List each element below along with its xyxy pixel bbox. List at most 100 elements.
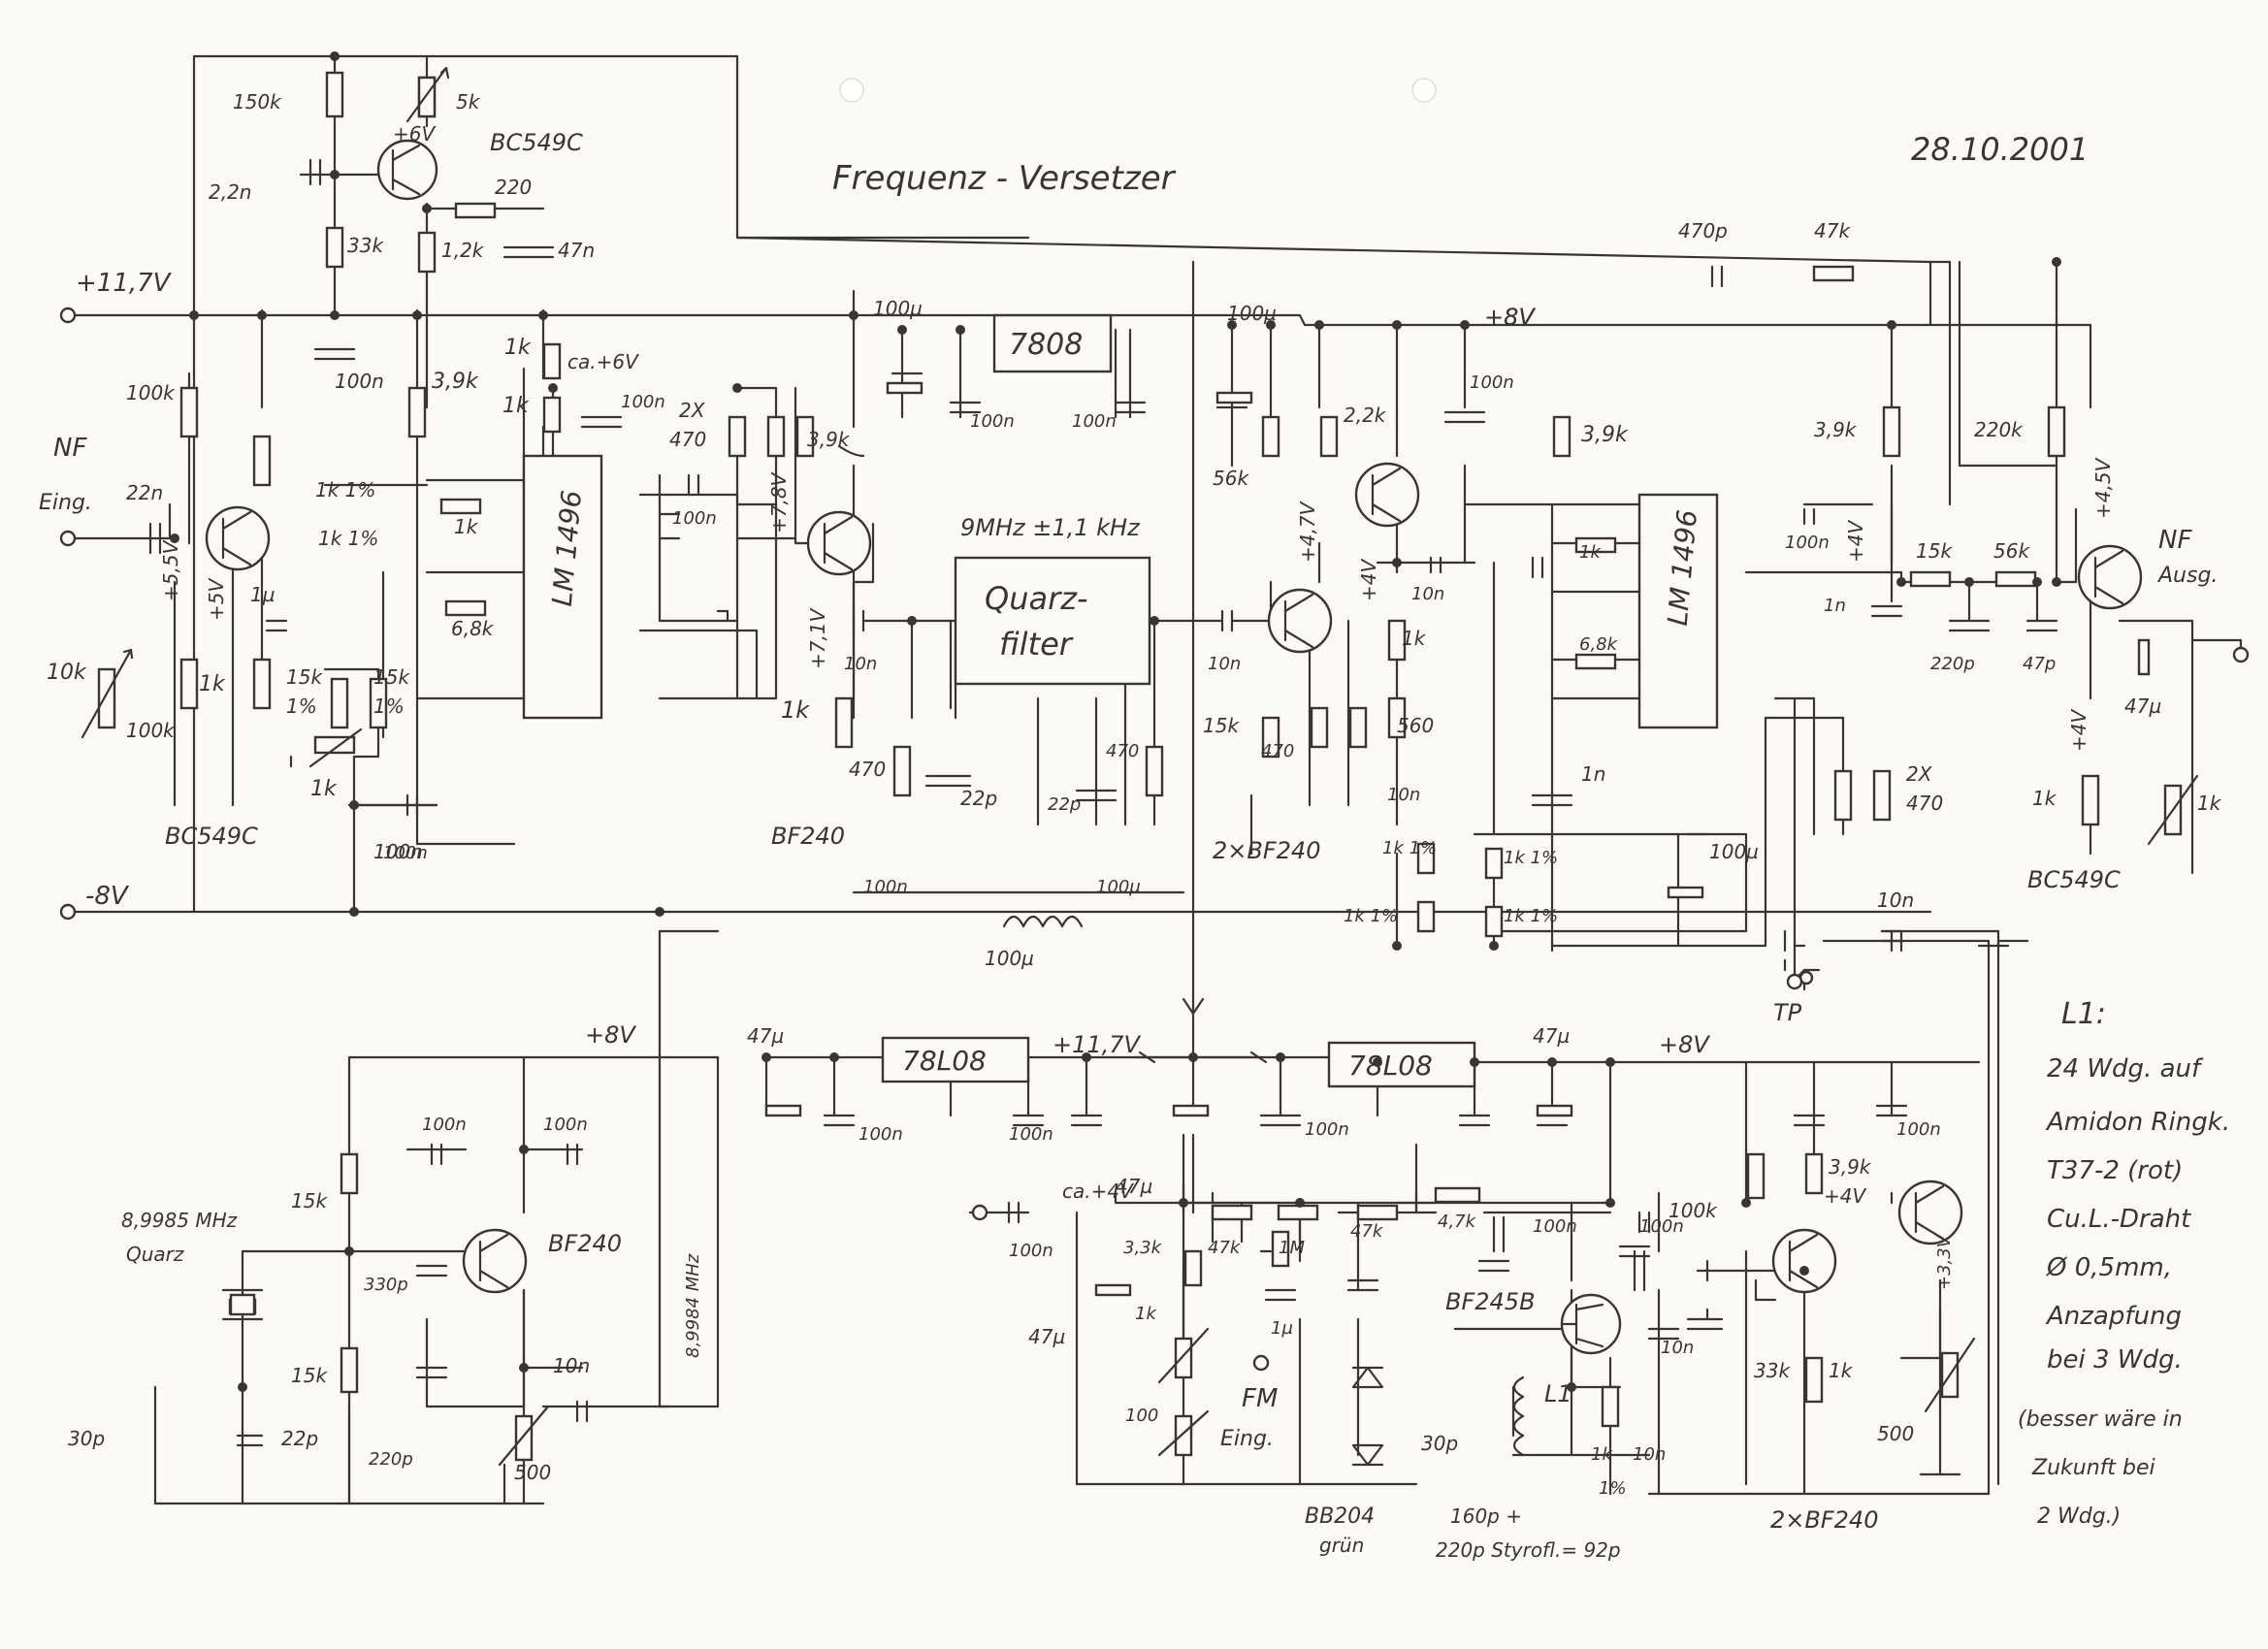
value-label: 1k: [502, 394, 530, 418]
transistors: [205, 139, 2143, 1355]
value-label: +4V: [1844, 520, 1867, 563]
value-label: 1k: [1591, 1444, 1613, 1465]
value-label: 22p: [1048, 794, 1081, 815]
note-line: L1:: [2061, 997, 2106, 1031]
value-label: 100µ: [1096, 877, 1141, 897]
value-label: 1k 1%: [315, 478, 375, 501]
value-label: 100n: [1009, 1124, 1053, 1145]
value-label: 470: [1106, 741, 1139, 761]
value-label: +4V: [2067, 709, 2090, 752]
value-label: 15k: [373, 665, 410, 689]
diagram-title: Frequenz - Versetzer: [832, 159, 1177, 198]
value-label: 330p: [364, 1275, 408, 1295]
value-label: 15k: [1916, 539, 1953, 563]
value-label: 15k: [1203, 714, 1240, 737]
rail-8v-top-label: +8V: [1484, 304, 1536, 331]
value-label: 33k: [347, 234, 384, 257]
value-label: +7,1V: [806, 607, 829, 669]
labels-left: 100k 22n +5,5V +5V 10k 100k 1k 15k 1% 1k…: [47, 336, 851, 863]
value-label: 30p: [68, 1427, 105, 1450]
rail-8v-left-label: +8V: [585, 1021, 636, 1049]
value-label: 5k: [456, 90, 481, 113]
resistors: [179, 71, 2100, 1428]
note-line: 24 Wdg. auf: [2047, 1054, 2204, 1083]
test-point-label: TP: [1773, 999, 1802, 1026]
value-label: 100n: [543, 1115, 588, 1135]
value-label: 47k: [1208, 1238, 1242, 1258]
junction-dots: [170, 51, 2061, 1392]
value-label: 1k: [199, 672, 226, 696]
value-label: 47µ: [1533, 1024, 1570, 1048]
value-label: 1k: [1135, 1304, 1157, 1324]
regulator-right-label: 78L08: [1348, 1050, 1433, 1082]
value-label: +7,8V: [767, 471, 791, 534]
labels-mid: 100µ 100n 100n +7,1V 10n 1k 470 22p 22p …: [383, 297, 1141, 970]
value-label: 47n: [558, 239, 595, 262]
note-line: Zukunft bei: [2031, 1456, 2155, 1480]
value-label: 1k: [781, 696, 810, 724]
value-label: 56k: [1993, 539, 2030, 563]
labels-right: 100µ +8V 56k 2,2k +4,7V 100n 3,9k +4V 10…: [1203, 219, 2222, 926]
value-label: +5V: [205, 578, 228, 621]
labels-top: 150k 5k +6V 2,2n 220 33k 1,2k 47n: [209, 90, 595, 262]
value-label: 100k: [1669, 1199, 1718, 1222]
value-label: 100µ: [1709, 840, 1759, 863]
value-label: 220p: [369, 1449, 413, 1470]
note-line: bei 3 Wdg.: [2047, 1345, 2183, 1374]
value-label: 100n: [1072, 411, 1117, 432]
value-label: 1k: [504, 336, 532, 360]
nf-input-label-2: Eing.: [39, 491, 92, 515]
note-line: Cu.L.-Draht: [2047, 1205, 2191, 1234]
integrated-circuits: [522, 313, 1719, 1088]
value-label: 1%: [286, 695, 317, 718]
value-label: 100: [1125, 1406, 1158, 1426]
terminals: [59, 307, 2250, 1372]
value-label: 47p: [2023, 654, 2056, 674]
value-label: +4,7V: [1296, 501, 1319, 563]
value-label: 1k: [1402, 627, 1427, 650]
value-label: 1k 1%: [318, 527, 378, 550]
value-label: grün: [1319, 1534, 1364, 1557]
value-label: 3,9k: [1814, 418, 1858, 441]
value-label: 1k: [2032, 787, 2057, 810]
transistor-fet-label: BF245B: [1445, 1288, 1536, 1315]
value-label: 1n: [1581, 762, 1605, 786]
value-label: 10n: [1411, 584, 1444, 604]
value-label: 2,2k: [1344, 404, 1387, 427]
value-label: 1µ: [1271, 1318, 1293, 1339]
rail-8v-right-label: +8V: [1659, 1031, 1710, 1058]
value-label: 100n: [859, 1124, 903, 1145]
value-label: 6,8k: [451, 617, 495, 640]
value-label: 1k: [2197, 792, 2222, 815]
note-line: (besser wäre in: [2018, 1407, 2183, 1432]
value-label: L1: [1544, 1380, 1572, 1407]
value-label: 100µ: [873, 297, 923, 320]
note-line: Anzapfung: [2045, 1302, 2182, 1331]
value-label: 1%: [373, 695, 405, 718]
value-label: 220p Styrofl.= 92p: [1436, 1538, 1621, 1562]
value-label: 1k: [1829, 1359, 1854, 1382]
value-label: 10n: [844, 654, 877, 674]
value-label: 470: [1906, 792, 1943, 815]
note-line: T37-2 (rot): [2047, 1156, 2183, 1185]
value-label: 2,2n: [209, 180, 251, 204]
value-label: 47µ: [1116, 1175, 1152, 1198]
value-label: +6V: [393, 122, 436, 146]
note-line: Amidon Ringk.: [2045, 1108, 2230, 1137]
value-label: 3,9k: [1581, 423, 1629, 447]
transistor-top-label: BC549C: [490, 129, 583, 156]
value-label: 1k: [454, 515, 479, 538]
value-label: 100µ: [1227, 302, 1277, 325]
value-label: 100n: [383, 843, 428, 863]
transistor-amp-label: 2×BF240: [1213, 837, 1320, 864]
value-label: 22p: [960, 787, 997, 810]
transistor-buffer-label: BF240: [771, 823, 845, 850]
transistor-fm-label: 2×BF240: [1770, 1506, 1878, 1534]
value-label: ca.+6V: [567, 350, 639, 373]
value-label: 8,9984 MHz: [683, 1253, 703, 1358]
value-label: 47k: [1814, 219, 1851, 242]
value-label: 2X: [679, 399, 706, 422]
coil-notes: L1: 24 Wdg. auf Amidon Ringk. T37-2 (rot…: [2018, 997, 2230, 1529]
